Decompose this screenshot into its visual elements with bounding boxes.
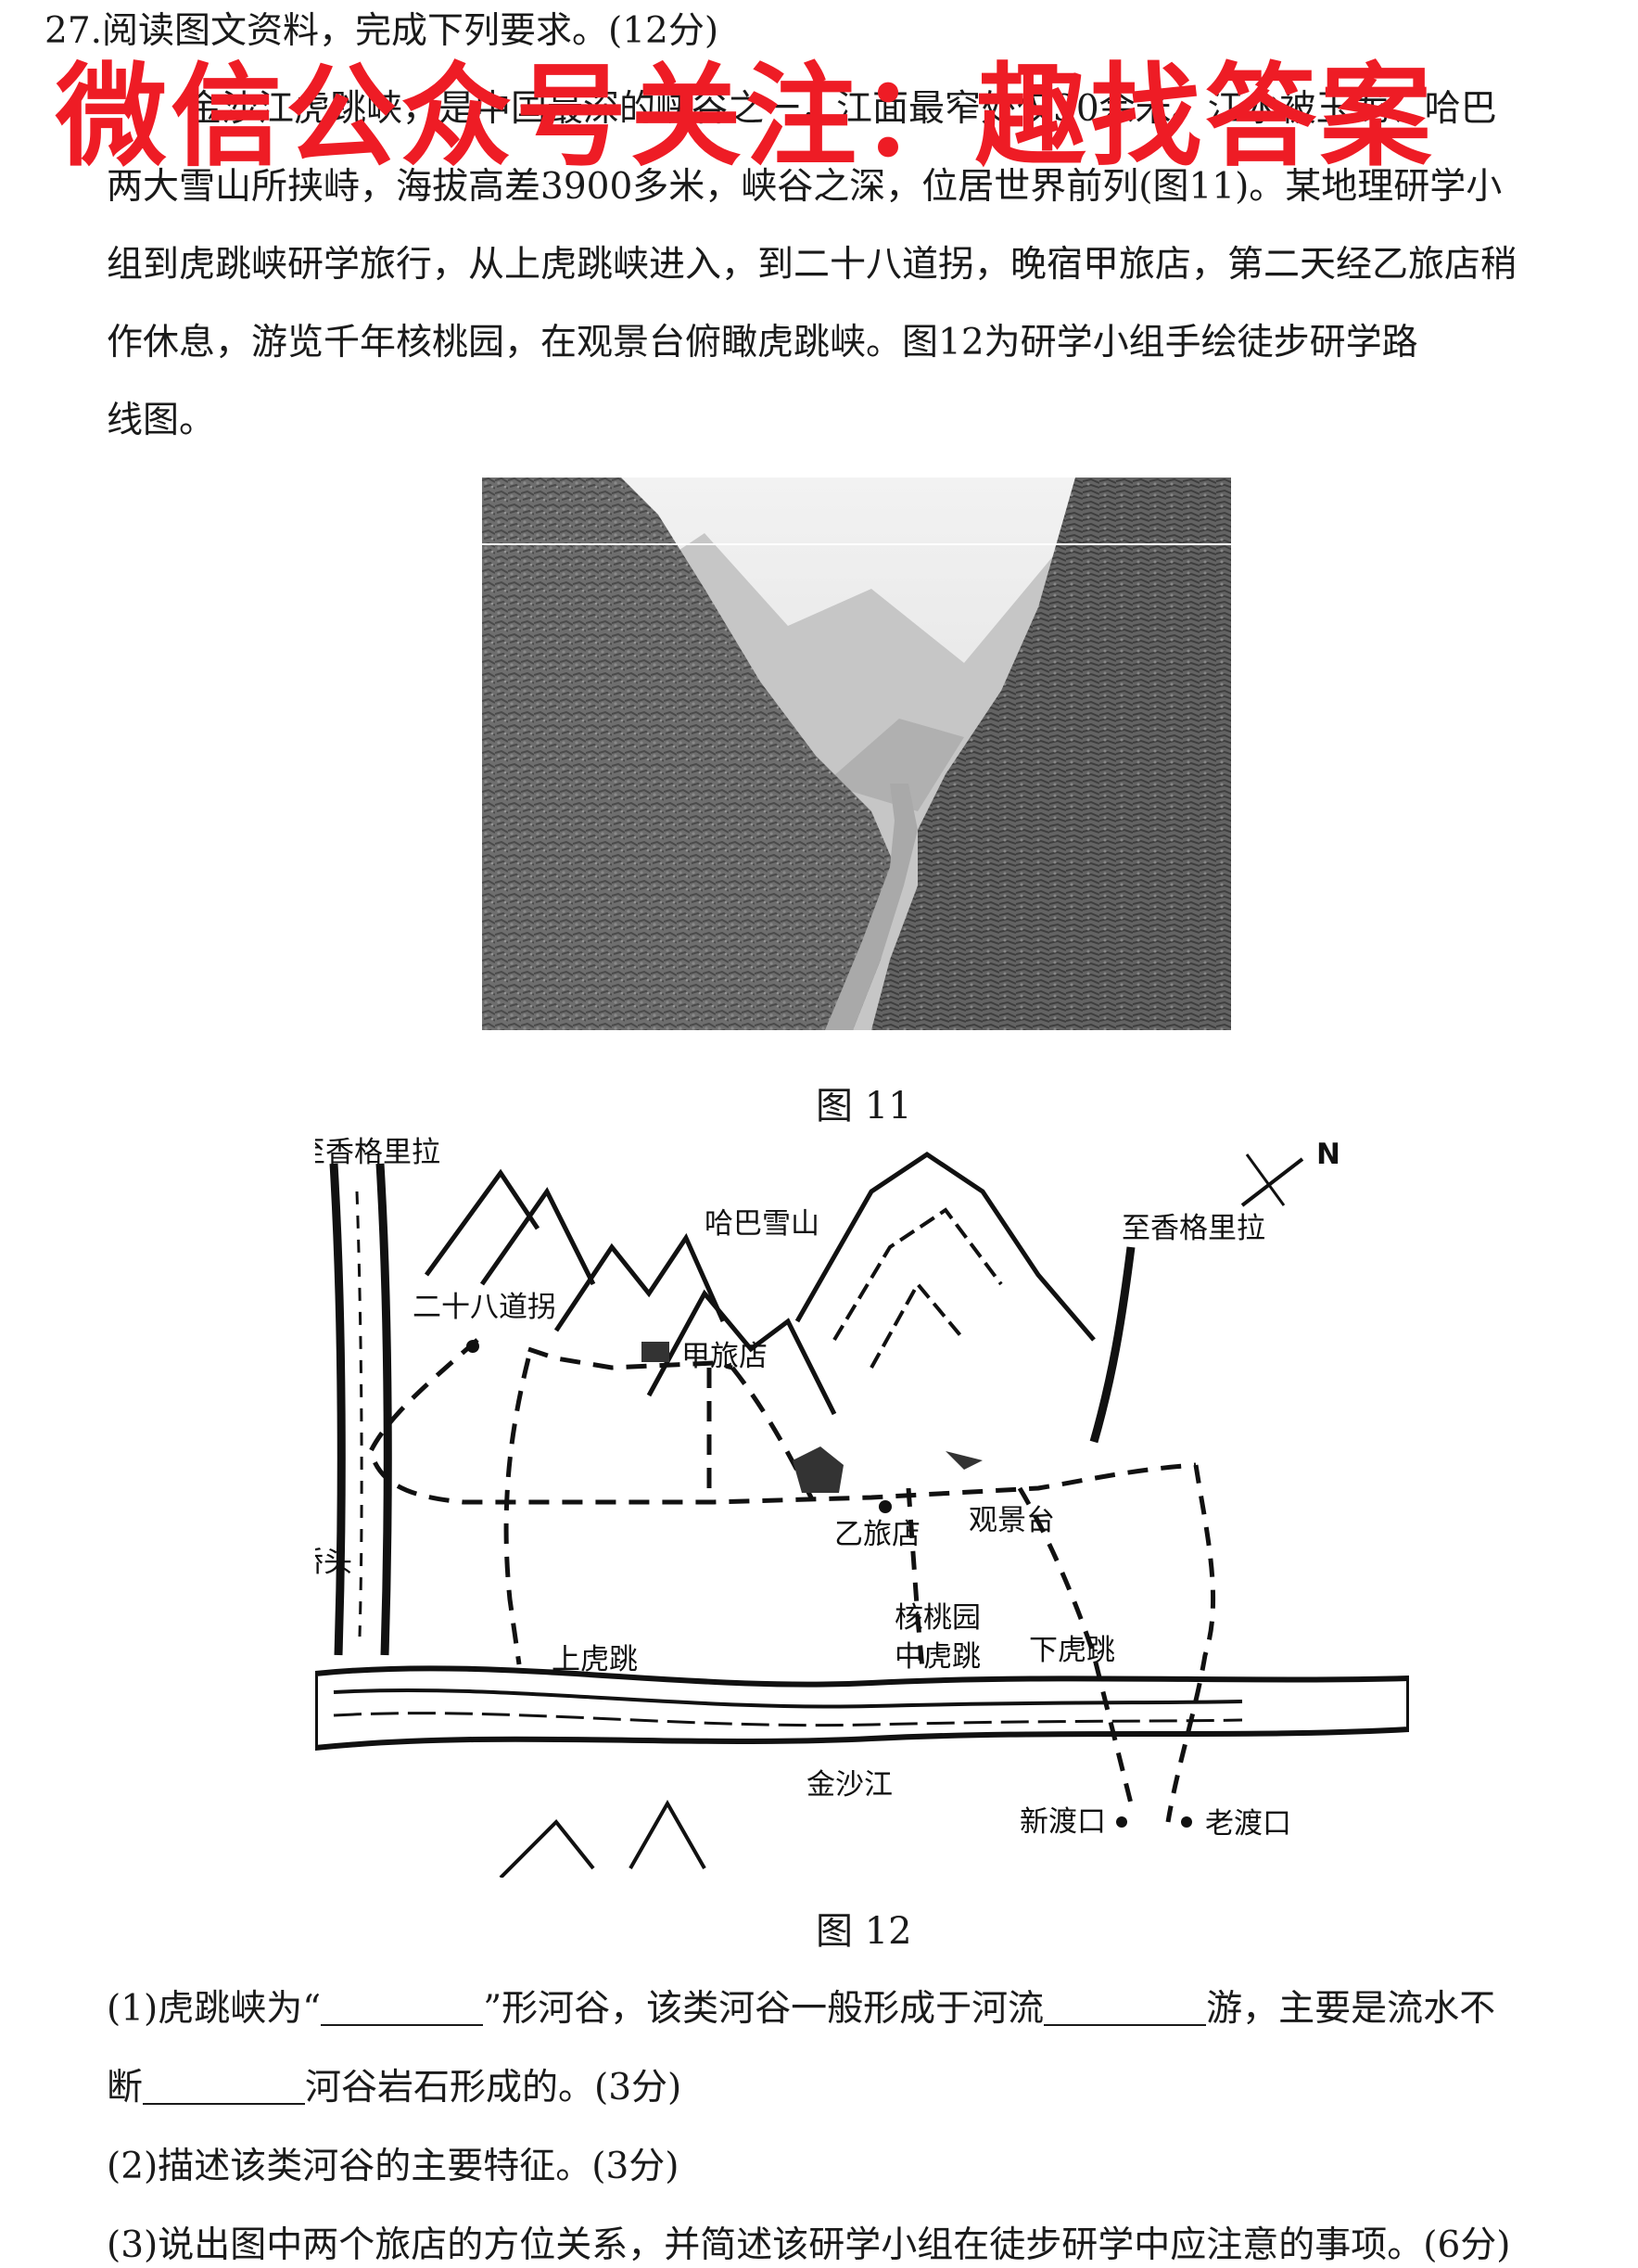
q1-text-b: ”形河谷，该类河谷一般形成于河流 — [483, 1988, 1045, 2030]
label-old-ferry: 老渡口 — [1205, 1807, 1291, 1841]
north-arrow-icon — [1240, 1157, 1304, 1207]
old-ferry-point — [1181, 1816, 1192, 1828]
left-river-bank — [375, 1163, 392, 1656]
q1-text-a: (1)虎跳峡为“ — [107, 1988, 322, 2030]
new-ferry-point — [1116, 1816, 1127, 1828]
answer-blank[interactable] — [1044, 1988, 1207, 2026]
subquestion-1-line-1: (1)虎跳峡为“ ”形河谷，该类河谷一般形成于河流 游，主要是流水不 — [107, 1980, 1495, 2032]
label-jinsha-river: 金沙江 — [806, 1768, 893, 1802]
hotel-a-marker — [641, 1342, 669, 1362]
label-middle-tiger-leap: 中虎跳 — [895, 1640, 981, 1674]
label-north: N — [1316, 1138, 1340, 1171]
label-hotel-b: 乙旅店 — [834, 1518, 921, 1551]
walnut-garden-point — [879, 1500, 892, 1513]
label-to-shangri-la-right: 至香格里拉 — [1122, 1212, 1265, 1245]
label-new-ferry: 新渡口 — [1020, 1805, 1106, 1839]
label-upper-tiger-leap: 上虎跳 — [552, 1643, 638, 1676]
mountain-sketch — [424, 1168, 596, 1286]
mountain-sketch — [794, 1151, 1096, 1342]
figure-12-caption: 图 12 — [816, 1910, 912, 1953]
q1-text-d: 断 — [107, 2067, 144, 2109]
label-viewing-platform: 观景台 — [969, 1504, 1055, 1537]
label-hotel-a: 甲旅店 — [681, 1340, 768, 1373]
label-walnut-garden: 核桃园 — [895, 1601, 981, 1635]
q1-text-e: 河谷岩石形成的。(3分) — [305, 2067, 682, 2109]
answer-blank[interactable] — [321, 1988, 484, 2026]
paragraph-line-2: 两大雪山所挟峙，海拔高差3900多米，峡谷之深，位居世界前列(图11)。某地理研… — [107, 166, 1503, 208]
route-map: 至香格里拉 哈巴雪山 N 至香格里拉 二十八道拐 甲旅店 桥头 乙旅店 观景台 … — [315, 1136, 1409, 1878]
q1-text-c: 游，主要是流水不 — [1206, 1988, 1496, 2030]
answer-blank[interactable] — [143, 2067, 306, 2105]
label-haba-mountain: 哈巴雪山 — [705, 1207, 819, 1241]
route-upper — [527, 1346, 733, 1370]
hotel-b-marker — [793, 1446, 844, 1493]
route-lower — [368, 1338, 1197, 1505]
mountain-sketch — [646, 1289, 837, 1416]
canyon-photo — [482, 478, 1231, 1030]
viewing-platform-marker — [946, 1451, 983, 1470]
subquestion-3: (3)说出图中两个旅店的方位关系，并简述该研学小组在徒步研学中应注意的事项。(6… — [107, 2224, 1511, 2266]
label-twenty-eight-bends: 二十八道拐 — [413, 1291, 556, 1324]
watermark-text: 微信公众号关注：趣找答案 — [56, 53, 1435, 182]
label-lower-tiger-leap: 下虎跳 — [1029, 1634, 1115, 1667]
figure-11-caption: 图 11 — [816, 1085, 912, 1128]
mountain-sketch — [553, 1232, 726, 1332]
twenty-eight-bends-point — [466, 1340, 479, 1353]
left-river-bank — [329, 1163, 346, 1656]
label-to-shangri-la-left: 至香格里拉 — [315, 1136, 440, 1169]
label-bridgehead: 桥头 — [315, 1546, 352, 1579]
paragraph-line-1: 金沙江虎跳峡，是中国最深的峡谷之一，江面最窄处仅30余米。江水被玉龙、哈巴 — [185, 88, 1497, 130]
paragraph-line-5: 线图。 — [107, 400, 216, 441]
paragraph-line-3: 组到虎跳峡研学旅行，从上虎跳峡进入，到二十八道拐，晚宿甲旅店，第二天经乙旅店稍 — [107, 244, 1517, 286]
right-river — [1089, 1246, 1136, 1444]
question-header: 27.阅读图文资料，完成下列要求。(12分) — [44, 10, 719, 52]
paragraph-line-4: 作休息，游览千年核桃园，在观景台俯瞰虎跳峡。图12为研学小组手绘徒步研学路 — [107, 322, 1418, 363]
subquestion-2: (2)描述该类河谷的主要特征。(3分) — [107, 2146, 679, 2187]
subquestion-1-line-2: 断 河谷岩石形成的。(3分) — [107, 2058, 681, 2110]
